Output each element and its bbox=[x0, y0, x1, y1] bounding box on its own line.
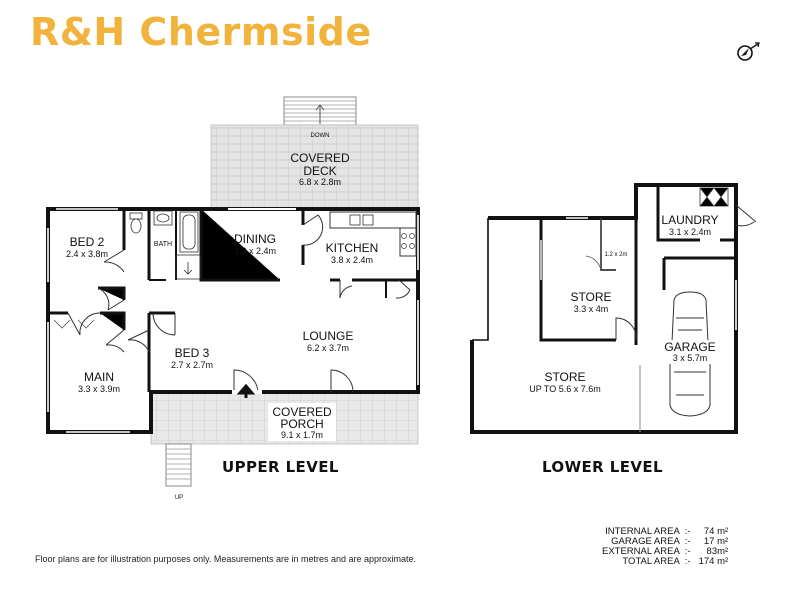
lounge-label: LOUNGE bbox=[303, 329, 354, 343]
garage-label: GARAGE bbox=[664, 340, 715, 354]
dining-dims: 3.3 x 2.4m bbox=[234, 246, 276, 256]
area-row: EXTERNAL AREA:-83m² bbox=[602, 546, 729, 557]
area-label: INTERNAL AREA bbox=[605, 526, 680, 537]
upper-level-plan bbox=[46, 96, 420, 487]
lounge-dims: 6.2 x 3.7m bbox=[307, 343, 349, 353]
sink-icon bbox=[349, 214, 374, 226]
bathtub-icon bbox=[179, 211, 199, 253]
main-label: MAIN bbox=[84, 370, 114, 384]
porch-label-2: PORCH bbox=[280, 417, 323, 431]
stairs-down bbox=[283, 96, 357, 126]
area-summary: INTERNAL AREA:-74 m² GARAGE AREA:-17 m² … bbox=[600, 527, 730, 567]
area-label: EXTERNAL AREA bbox=[602, 546, 680, 557]
laundry-label: LAUNDRY bbox=[661, 213, 718, 227]
area-label: GARAGE AREA bbox=[611, 536, 680, 547]
bed3-dims: 2.7 x 2.7m bbox=[171, 360, 213, 370]
disclaimer: Floor plans are for illustration purpose… bbox=[35, 554, 417, 564]
store-small-dims: 3.3 x 4m bbox=[574, 304, 609, 314]
stair-up-label: UP bbox=[175, 495, 183, 501]
bed2-dims: 2.4 x 3.8m bbox=[66, 249, 108, 259]
sink-icon bbox=[153, 210, 173, 226]
garage-dims: 3 x 5.7m bbox=[673, 353, 708, 363]
area-label: TOTAL AREA bbox=[622, 556, 680, 567]
bed2-label: BED 2 bbox=[70, 235, 105, 249]
laundry-dims: 3.1 x 2.4m bbox=[669, 227, 711, 237]
area-row: TOTAL AREA:-174 m² bbox=[600, 557, 730, 567]
deck-label: COVERED bbox=[290, 151, 350, 165]
deck-label-2: DECK bbox=[303, 164, 336, 178]
bed3-label: BED 3 bbox=[175, 346, 210, 360]
lower-level-plan bbox=[470, 183, 757, 434]
area-value: 74 m² bbox=[703, 526, 729, 537]
compass-north-icon bbox=[737, 42, 760, 61]
stairs-up bbox=[165, 443, 192, 487]
entry-arrow-icon bbox=[236, 383, 256, 398]
upper-level-title: UPPER LEVEL bbox=[222, 458, 339, 476]
lower-level-title: LOWER LEVEL bbox=[542, 458, 663, 476]
area-value: 17 m² bbox=[703, 536, 729, 547]
toilet-icon bbox=[129, 212, 143, 234]
porch-dims: 9.1 x 1.7m bbox=[281, 430, 323, 440]
area-value: 174 m² bbox=[698, 556, 729, 567]
dining-label: DINING bbox=[234, 232, 276, 246]
closet-dims: 1.2 x 2m bbox=[604, 252, 627, 258]
porch-label: COVERED bbox=[272, 405, 332, 419]
area-value: 83m² bbox=[706, 546, 729, 557]
area-row: GARAGE AREA:-17 m² bbox=[600, 537, 730, 547]
main-dims: 3.3 x 3.9m bbox=[78, 384, 120, 394]
bath-label: BATH bbox=[154, 241, 172, 248]
store-large-label: STORE bbox=[544, 370, 585, 384]
store-small-label: STORE bbox=[570, 290, 611, 304]
stair-down-label: DOWN bbox=[311, 133, 330, 139]
covered-deck-area bbox=[210, 124, 419, 209]
deck-dims: 6.8 x 2.8m bbox=[299, 177, 341, 187]
area-row: INTERNAL AREA:-74 m² bbox=[600, 527, 730, 537]
kitchen-label: KITCHEN bbox=[326, 241, 379, 255]
brand-logo: R&H Chermside bbox=[30, 10, 372, 54]
kitchen-dims: 3.8 x 2.4m bbox=[331, 255, 373, 265]
store-large-dims: UP TO 5.6 x 7.6m bbox=[529, 384, 601, 394]
